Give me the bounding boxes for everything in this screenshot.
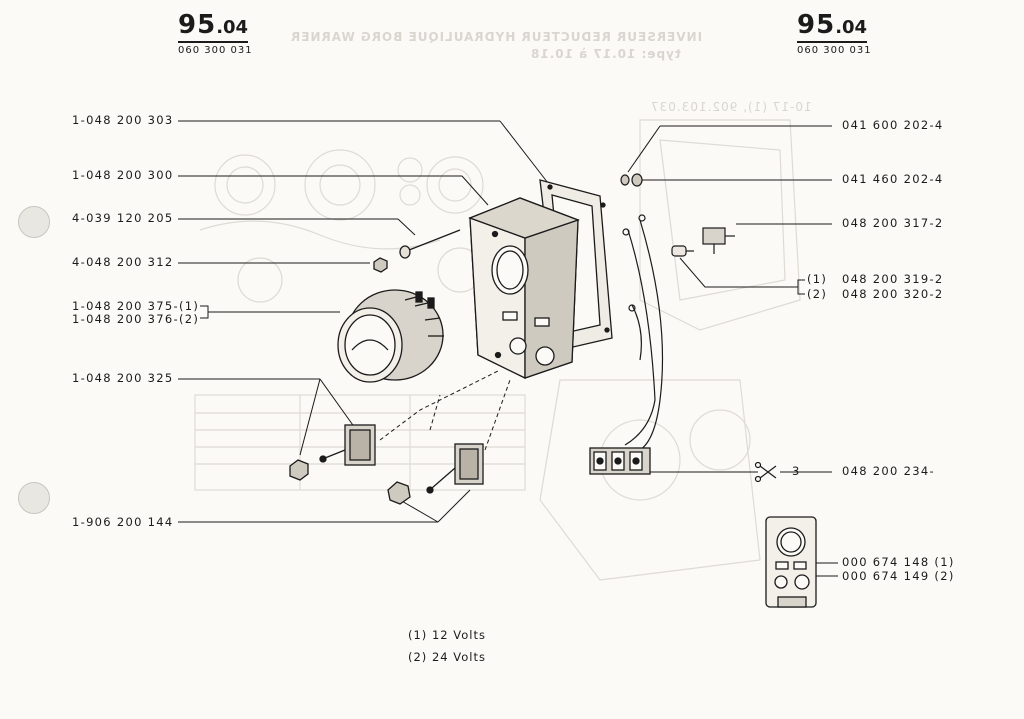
part-label: 048 200 319-2 [842, 272, 944, 286]
instrument-panel-box [468, 197, 580, 380]
scissors-icon [754, 461, 777, 483]
page-number-sub: .04 [835, 17, 868, 38]
doc-code: 060 300 031 [797, 45, 872, 56]
leader-lines-right [627, 125, 838, 577]
page-number-sub: .04 [216, 17, 249, 38]
page-number-rule [178, 41, 248, 43]
part-label: 1-906 200 144 [72, 515, 174, 529]
nut [373, 257, 388, 273]
variant-marker: (1) [807, 272, 828, 286]
washers [620, 173, 643, 187]
part-label: 048 200 317-2 [842, 216, 944, 230]
terminal-block [589, 447, 651, 475]
lamp-holder [702, 227, 735, 254]
legend-24v: (2) 24 Volts [408, 650, 486, 664]
part-label: 041 600 202-4 [842, 118, 944, 132]
toggle-switch [387, 443, 484, 505]
part-label: 1-048 200 303 [72, 113, 174, 127]
warning-lamp-bulb [671, 245, 694, 257]
page-number-left: 95.04 060 300 031 [178, 10, 253, 56]
panel-screw [399, 229, 461, 259]
part-label: 000 674 148 (1) [842, 555, 955, 569]
part-label: 1-048 200 376-(2) [72, 312, 200, 326]
part-label: 1-048 200 375-(1) [72, 299, 200, 313]
assembled-instrument-panel [765, 516, 817, 608]
page-number-main: 95 [178, 10, 217, 40]
part-label: 4-039 120 205 [72, 211, 174, 225]
part-label: 048 200 320-2 [842, 287, 944, 301]
assembly-lines [379, 369, 511, 451]
page-number-main: 95 [797, 10, 836, 40]
binder-hole [18, 206, 50, 238]
binder-hole [18, 482, 50, 514]
doc-code: 060 300 031 [178, 45, 253, 56]
quantity-label: 3 [792, 464, 801, 478]
legend-12v: (1) 12 Volts [408, 628, 486, 642]
part-label: 000 674 149 (2) [842, 569, 955, 583]
temperature-gauge [337, 289, 444, 383]
part-label: 4-048 200 312 [72, 255, 174, 269]
toggle-switch [289, 424, 376, 481]
background-engine-ghost [194, 119, 801, 581]
part-label: 041 460 202-4 [842, 172, 944, 186]
part-label: 1-048 200 325 [72, 371, 174, 385]
variant-marker: (2) [807, 287, 828, 301]
leader-lines-left [178, 120, 549, 523]
part-label: 048 200 234- [842, 464, 935, 478]
part-label: 1-048 200 300 [72, 168, 174, 182]
page-number-right: 95.04 060 300 031 [797, 10, 872, 56]
page-number-rule [797, 41, 867, 43]
wiring-harness [622, 214, 664, 451]
